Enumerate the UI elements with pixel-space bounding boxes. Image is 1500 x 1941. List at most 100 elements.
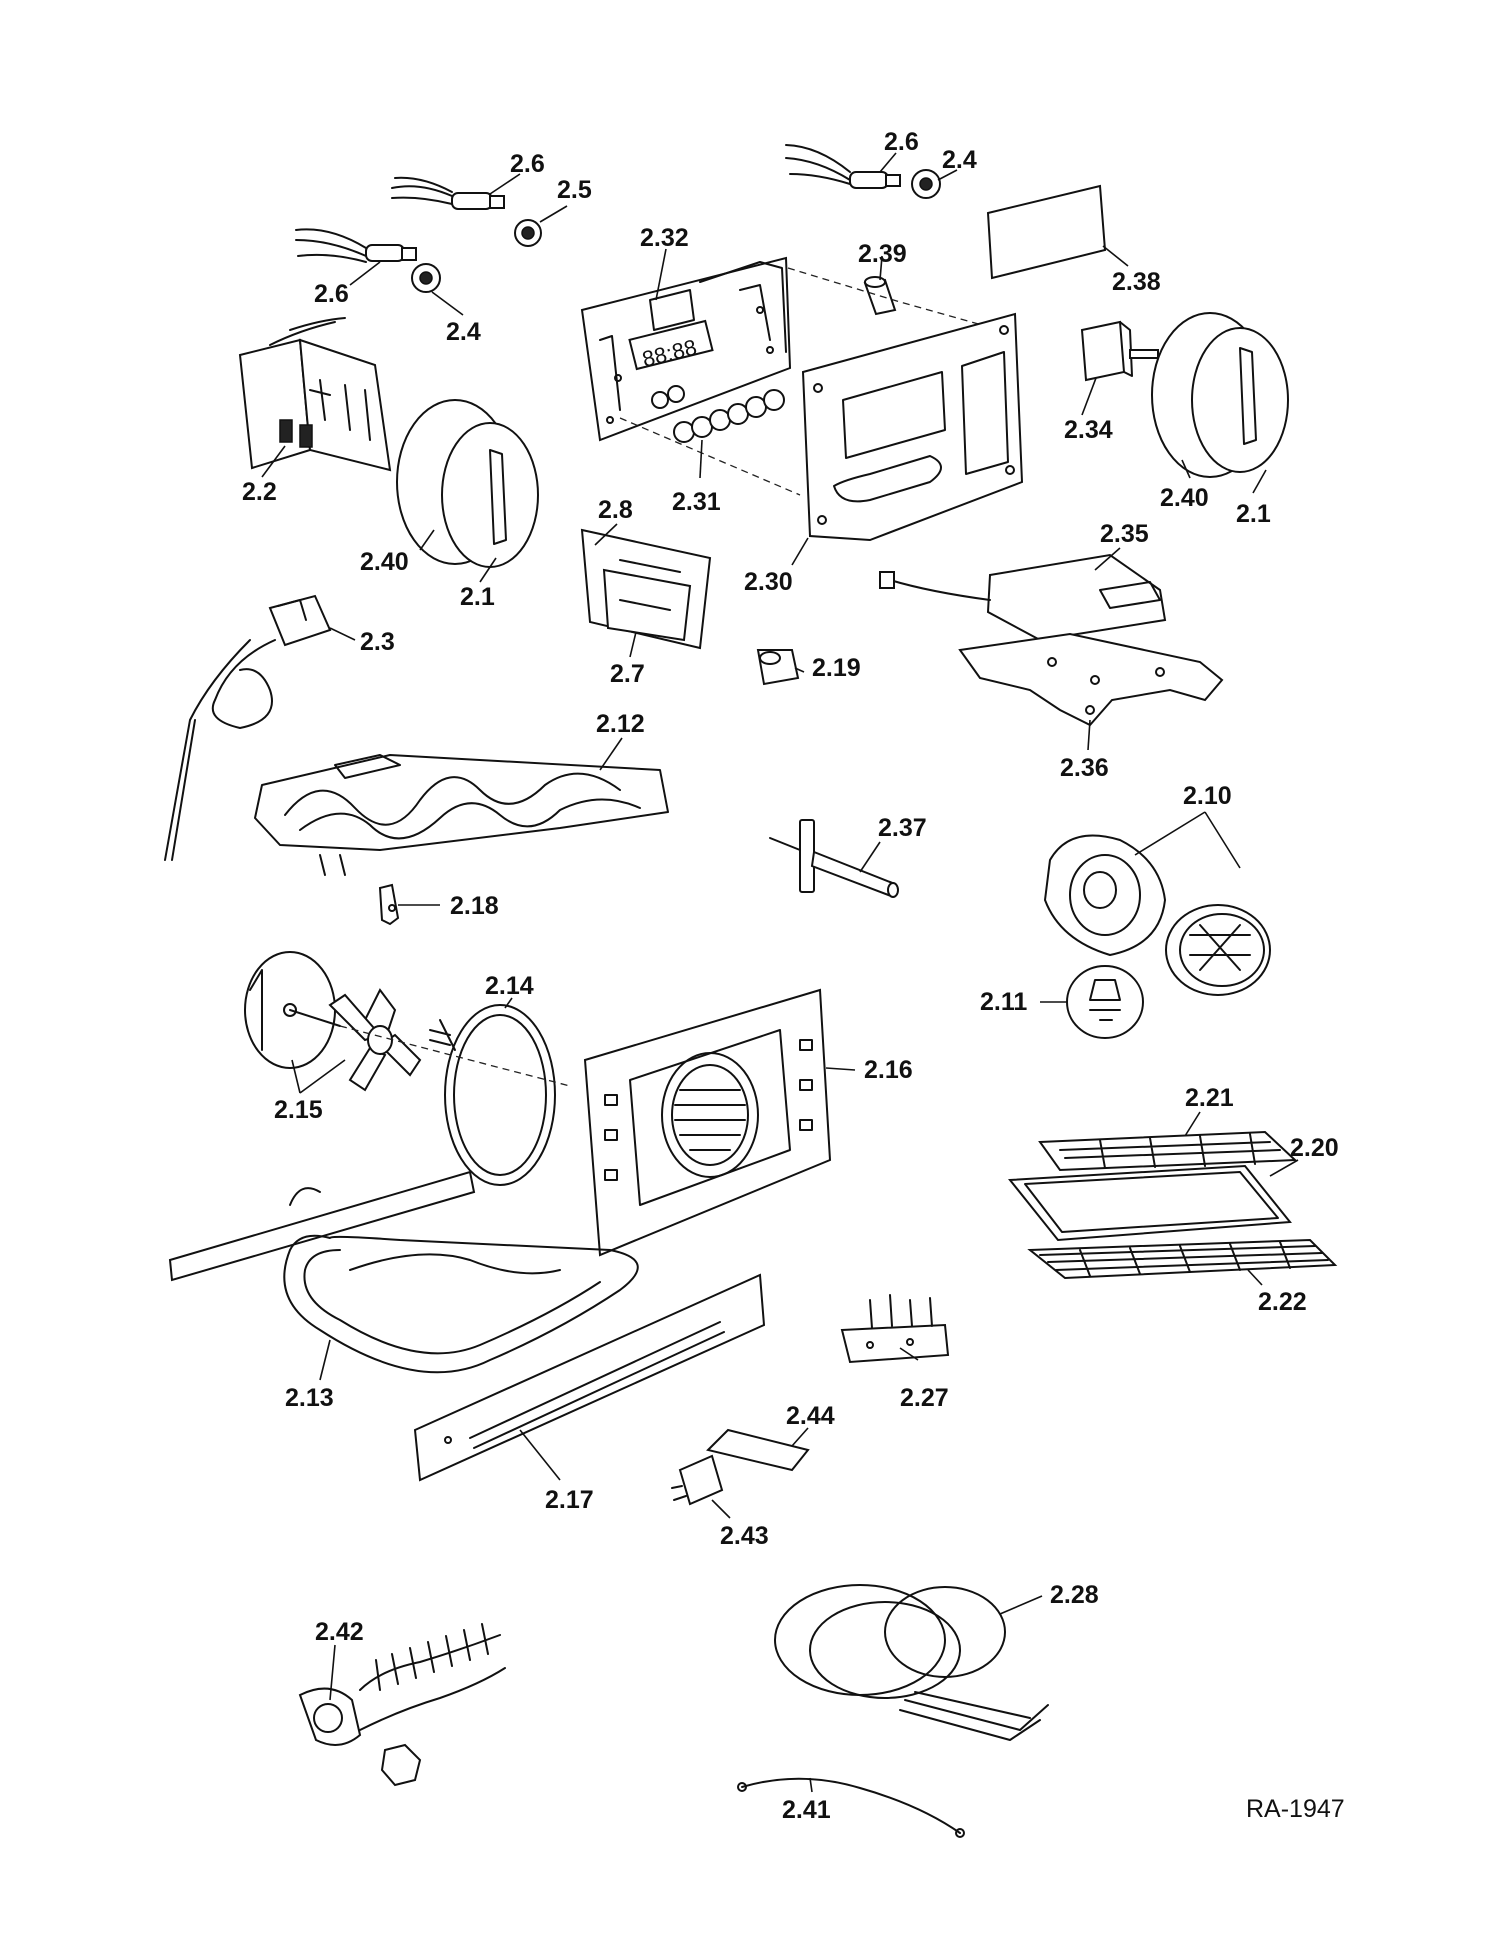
callout-2-11: 2.11 xyxy=(980,988,1027,1016)
callout-2-32: 2.31 xyxy=(672,488,721,516)
callout-2-10: 2.10 xyxy=(1183,782,1232,810)
callout-2-21: 2.21 xyxy=(1185,1084,1234,1112)
callout-2-30: 2.30 xyxy=(744,568,793,596)
grill-element xyxy=(254,754,669,876)
terminal-block xyxy=(840,1294,950,1364)
wire-lead xyxy=(737,1777,965,1838)
callout-2-40-right: 2.40 xyxy=(1160,484,1209,512)
callout-2-31: 2.32 xyxy=(640,224,689,252)
door-switch-bracket xyxy=(756,649,800,686)
leader-2-35 xyxy=(1094,547,1121,571)
callout-2-43: 2.43 xyxy=(720,1522,769,1550)
convection-fan-blade xyxy=(328,988,422,1092)
element-connector xyxy=(298,1623,506,1787)
callout-2-6-c: 2.6 xyxy=(884,128,919,156)
circular-heating-element xyxy=(429,1004,556,1186)
leader-2-3 xyxy=(329,627,356,641)
leader-2-6-a xyxy=(489,173,521,195)
leader-2-2 xyxy=(261,445,286,478)
leader-2-5 xyxy=(539,205,568,223)
lamp-holder-wire-upper-right xyxy=(785,144,901,189)
leader-2-43 xyxy=(711,1499,731,1519)
callout-2-35: 2.35 xyxy=(1100,520,1149,548)
callout-2-34: 2.34 xyxy=(1064,416,1113,444)
callout-2-13: 2.13 xyxy=(285,1384,334,1412)
leader-2-19 xyxy=(794,667,805,673)
alignment-line-2 xyxy=(619,417,801,496)
label-sheet xyxy=(986,184,1107,280)
door-switch-lever xyxy=(706,1428,810,1472)
leader-2-34 xyxy=(1081,377,1097,416)
leader-2-41 xyxy=(809,1777,813,1793)
leader-2-40-right xyxy=(1181,459,1191,479)
leader-2-10-a xyxy=(1134,811,1206,856)
leader-2-21 xyxy=(1184,1111,1201,1137)
leader-2-27 xyxy=(899,1347,919,1361)
leader-2-37 xyxy=(859,841,881,873)
control-board: 88:88 xyxy=(580,256,792,442)
leader-2-38 xyxy=(1102,245,1129,267)
mounting-plate xyxy=(801,312,1024,542)
callout-2-14: 2.14 xyxy=(485,972,534,1000)
lamp-socket-2-5 xyxy=(514,219,542,247)
leader-2-14 xyxy=(504,997,513,1009)
callout-2-1-left: 2.1 xyxy=(460,583,495,611)
leader-2-1-left xyxy=(479,557,497,583)
leader-2-44 xyxy=(791,1427,809,1447)
leader-2-1-right xyxy=(1252,469,1267,494)
callout-2-7: 2.7 xyxy=(610,660,645,688)
callout-2-3: 2.3 xyxy=(360,628,395,656)
callout-2-27: 2.27 xyxy=(900,1384,949,1412)
door-switch xyxy=(671,1454,724,1506)
leader-2-6-c xyxy=(879,152,897,173)
callout-2-38: 2.38 xyxy=(1112,268,1161,296)
leader-2-20 xyxy=(1269,1159,1299,1177)
fan-cover-panel xyxy=(583,988,832,1257)
lamp-holder-wire-upper-left xyxy=(391,176,505,210)
drawing-reference-id: RA-1947 xyxy=(1246,1795,1345,1823)
convection-fan-motor xyxy=(244,951,341,1069)
cooling-fan-assembly xyxy=(879,553,1167,642)
oven-rack xyxy=(1027,1238,1338,1280)
broil-pan-insert xyxy=(1038,1130,1298,1172)
wiring-harness xyxy=(774,1584,1049,1741)
callout-2-12: 2.12 xyxy=(596,710,645,738)
callout-2-16: 2.16 xyxy=(864,1056,913,1084)
lamp-socket-2-4-right xyxy=(911,169,941,199)
leader-2-12 xyxy=(599,737,623,771)
callout-2-6-a: 2.6 xyxy=(510,150,545,178)
leader-2-4-b xyxy=(937,169,958,181)
knob-right xyxy=(1151,312,1289,478)
alignment-line-1 xyxy=(787,267,1001,331)
callout-2-19: 2.19 xyxy=(812,654,861,682)
callout-2-18: 2.18 xyxy=(450,892,499,920)
leader-2-39 xyxy=(879,255,883,281)
callout-2-39: 2.39 xyxy=(858,240,907,268)
leader-2-32 xyxy=(699,439,703,479)
leader-2-10-b xyxy=(1204,811,1241,869)
oven-lamp-housing xyxy=(1043,834,1167,957)
callout-2-41: 2.41 xyxy=(782,1796,831,1824)
leader-2-16 xyxy=(825,1067,856,1071)
callout-2-1-right: 2.1 xyxy=(1236,500,1271,528)
callout-2-15: 2.15 xyxy=(274,1096,323,1124)
callout-2-5: 2.5 xyxy=(557,176,592,204)
broil-pan xyxy=(1008,1164,1292,1242)
callout-2-40-left: 2.40 xyxy=(360,548,409,576)
leader-2-13 xyxy=(319,1339,331,1381)
leader-2-36 xyxy=(1087,719,1091,751)
relay-bracket xyxy=(580,528,712,650)
spacer xyxy=(863,276,897,316)
bake-element-bracket xyxy=(168,1170,476,1282)
lamp-socket-2-4-left xyxy=(411,263,441,293)
callout-2-37: 2.37 xyxy=(878,814,927,842)
oven-lamp-lens xyxy=(1165,904,1271,996)
leader-2-31 xyxy=(655,248,667,301)
callout-2-20: 2.20 xyxy=(1290,1134,1339,1162)
bake-element xyxy=(283,1234,639,1374)
leader-2-22 xyxy=(1247,1269,1263,1286)
lamp-holder-wire-lower-left xyxy=(295,228,417,263)
element-clip xyxy=(378,883,400,926)
callout-2-6-b: 2.6 xyxy=(314,280,349,308)
